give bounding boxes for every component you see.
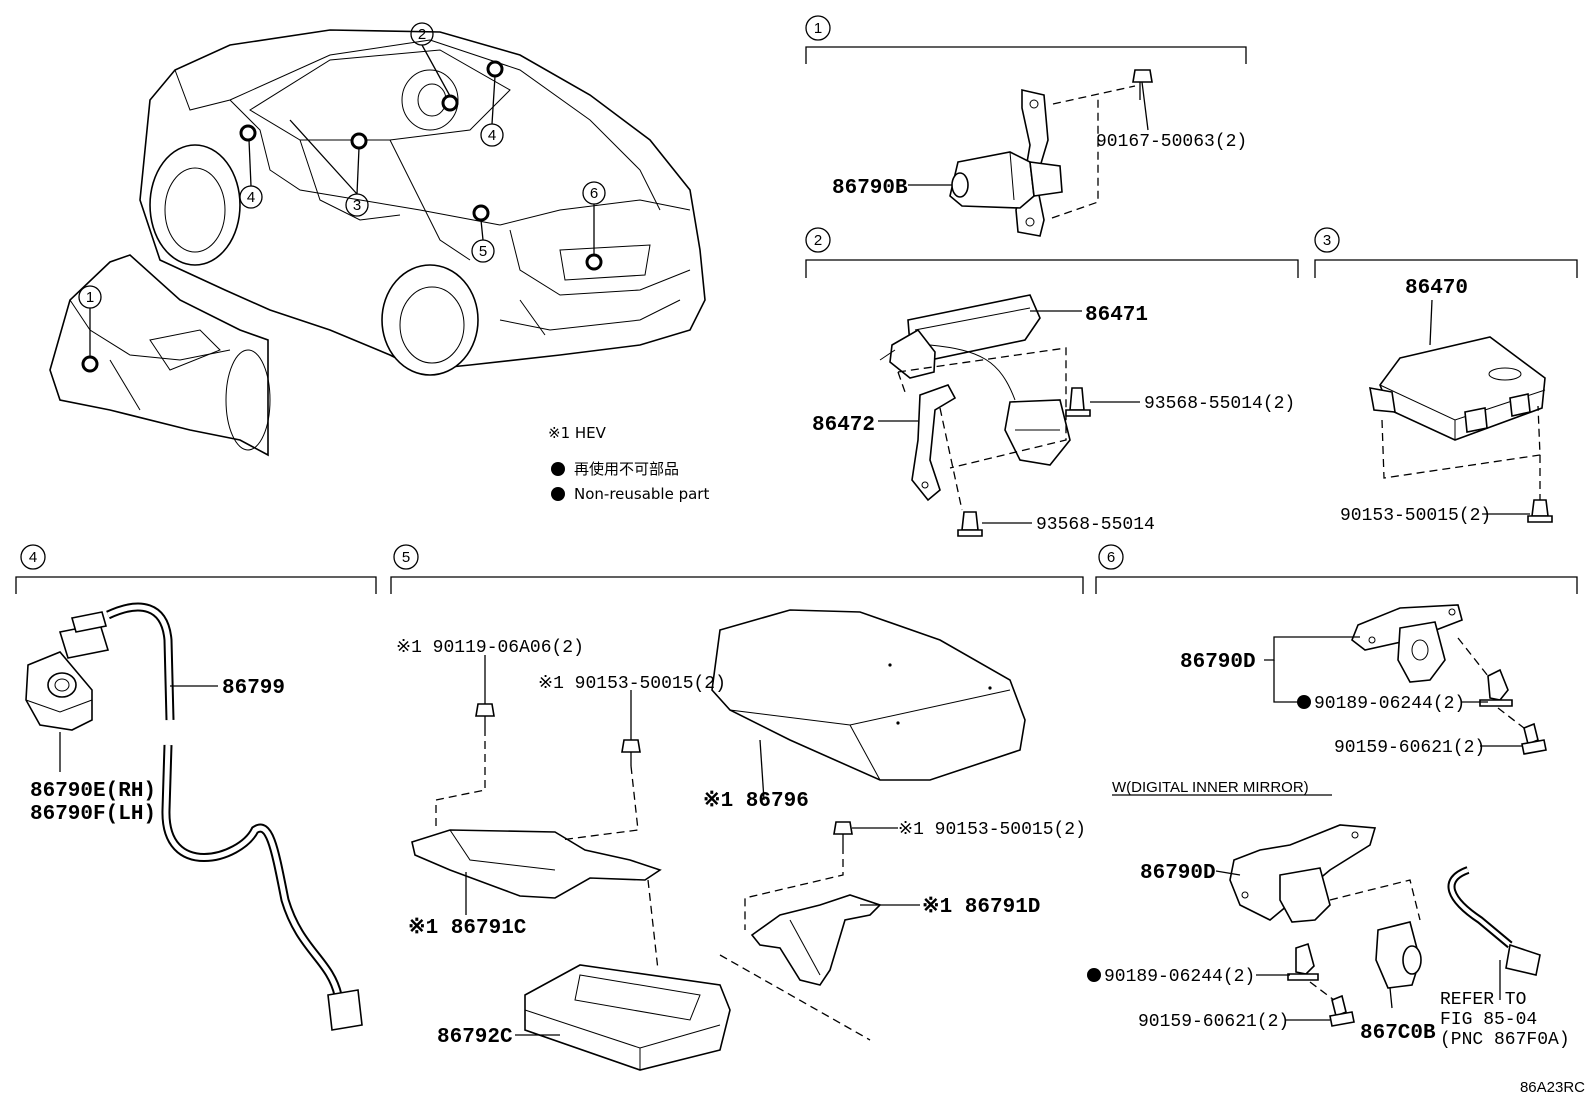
variant-title: W(DIGITAL INNER MIRROR) (1112, 779, 1309, 796)
section-number: 2 (814, 232, 822, 249)
nonreusable-dot-icon (551, 487, 565, 501)
nonreusable-dot-icon (1297, 695, 1311, 709)
overview-marker-group (78, 22, 606, 373)
section-6 (1095, 544, 1578, 1027)
part-number: 90159-60621(2) (1334, 738, 1485, 758)
section-number: 3 (1323, 232, 1331, 249)
marker-label: 5 (479, 243, 487, 260)
part-number: ※1 90153-50015(2) (898, 820, 1086, 840)
marker-label: 4 (488, 127, 496, 144)
part-number: 86471 (1085, 304, 1148, 327)
section-5 (390, 544, 1084, 1071)
part-number: ※1 90153-50015(2) (538, 674, 726, 694)
refer-note: (PNC 867F0A) (1440, 1030, 1570, 1050)
section-number: 1 (814, 20, 822, 37)
part-number: 86790F(LH) (30, 803, 156, 826)
part-number: 86792C (437, 1026, 513, 1049)
section-1 (805, 15, 1247, 237)
marker-label: 2 (418, 26, 426, 43)
part-number: 90167-50063(2) (1096, 132, 1247, 152)
front-bumper-closeup (49, 254, 271, 457)
section-2 (805, 227, 1299, 537)
vehicle-overview (139, 29, 706, 376)
section-number: 4 (29, 549, 37, 566)
nonreusable-dot-icon (551, 462, 565, 476)
section-4 (15, 544, 377, 1031)
part-number: 90159-60621(2) (1138, 1012, 1289, 1032)
legend-nonreusable-en: Non-reusable part (574, 485, 709, 503)
section-3 (1314, 227, 1578, 523)
part-number: 86472 (812, 414, 875, 437)
refer-note: REFER TO (1440, 990, 1526, 1010)
part-number: 86790D (1140, 862, 1216, 885)
part-number: 86790D (1180, 651, 1256, 674)
part-number: 90153-50015(2) (1340, 506, 1491, 526)
legend-nonreusable-jp: 再使用不可部品 (574, 460, 679, 478)
legend-note: ※1 HEV (548, 424, 607, 442)
refer-note: FIG 85-04 (1440, 1010, 1537, 1030)
marker-label: 3 (353, 197, 361, 214)
marker-label: 1 (86, 289, 94, 306)
part-number: 86470 (1405, 277, 1468, 300)
part-number: 90189-06244(2) (1314, 694, 1465, 714)
marker-label: 6 (590, 185, 598, 202)
part-number: 86790B (832, 177, 908, 200)
part-number: ※1 86796 (703, 789, 809, 813)
section-number: 6 (1107, 549, 1115, 566)
part-number: ※1 90119-06A06(2) (396, 638, 584, 658)
part-number: ※1 86791C (408, 916, 527, 940)
part-number: 86799 (222, 677, 285, 700)
part-number: 93568-55014(2) (1144, 394, 1295, 414)
nonreusable-dot-icon (1087, 968, 1101, 982)
part-number: ※1 86791D (922, 895, 1040, 919)
figure-code: 86A23RC (1520, 1079, 1585, 1096)
part-number: 93568-55014 (1036, 515, 1155, 535)
part-number: 86790E(RH) (30, 780, 156, 803)
section-number: 5 (402, 549, 410, 566)
marker-label: 4 (247, 189, 255, 206)
part-number: 867C0B (1360, 1022, 1436, 1045)
part-number: 90189-06244(2) (1104, 967, 1255, 987)
